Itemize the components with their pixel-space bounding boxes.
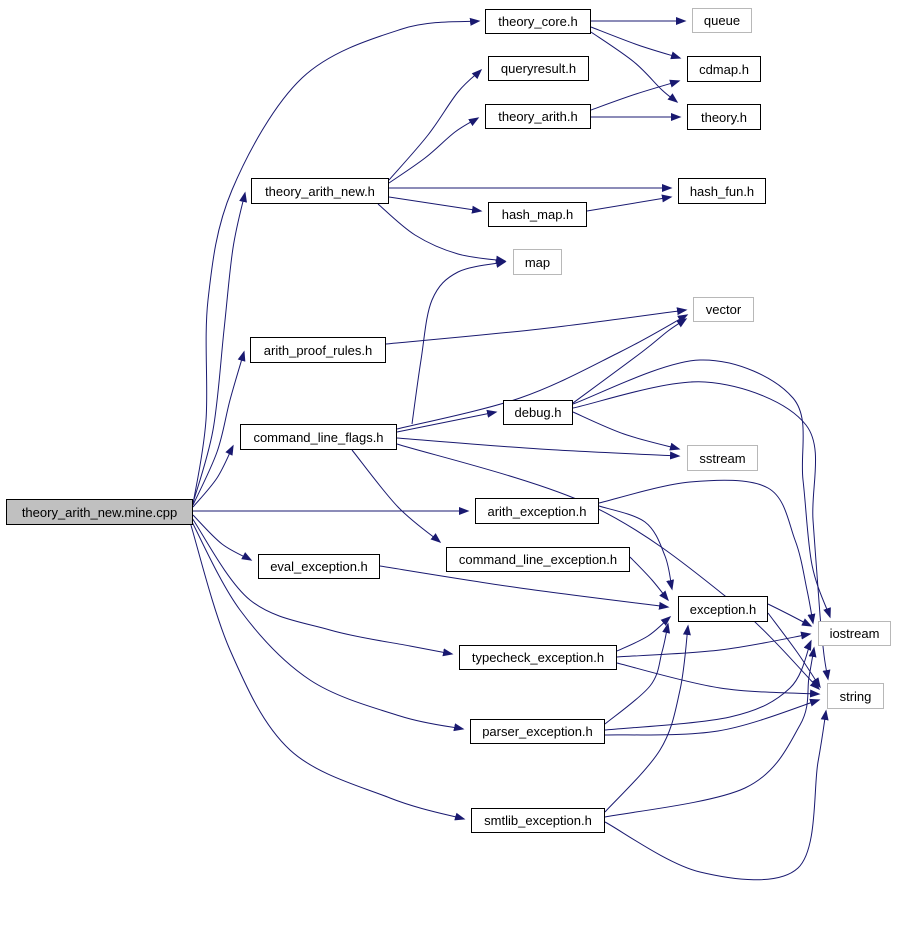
edge-hash_map-to-hash_fun xyxy=(586,194,673,212)
node-main: theory_arith_new.mine.cpp xyxy=(6,499,193,525)
edge-exception-to-iostream xyxy=(767,603,813,627)
edge-theory_arith_new-to-theory_arith xyxy=(388,117,480,184)
node-label: string xyxy=(839,688,872,704)
node-label: theory_core.h xyxy=(498,14,578,29)
node-label: parser_exception.h xyxy=(482,724,593,739)
edge-main-to-typecheck_exception xyxy=(191,517,454,657)
edge-arith_proof_rules-to-vector xyxy=(385,307,688,345)
edge-main-to-theory_core xyxy=(192,17,481,505)
node-hash_fun[interactable]: hash_fun.h xyxy=(678,178,766,204)
node-label: hash_map.h xyxy=(501,207,574,222)
edge-main-to-command_line_flags xyxy=(192,444,234,508)
edge-debug-to-vector xyxy=(572,318,688,404)
node-label: iostream xyxy=(829,626,880,641)
edge-parser_exception-to-exception xyxy=(604,622,671,725)
node-eval_exception[interactable]: eval_exception.h xyxy=(258,554,380,579)
node-label: arith_exception.h xyxy=(487,503,587,519)
edge-main-to-parser_exception xyxy=(190,519,465,732)
edge-smtlib_exception-to-iostream xyxy=(604,646,817,818)
node-queryresult[interactable]: queryresult.h xyxy=(488,56,589,81)
edge-debug-to-string xyxy=(572,381,831,681)
node-label: hash_fun.h xyxy=(689,183,755,199)
edge-theory_arith_new-to-hash_map xyxy=(388,196,483,214)
node-label: debug.h xyxy=(514,405,562,420)
node-arith_proof_rules[interactable]: arith_proof_rules.h xyxy=(250,337,386,363)
edge-command_line_flags-to-map xyxy=(411,260,507,425)
node-theory[interactable]: theory.h xyxy=(687,104,761,130)
edge-main-to-theory_arith_new xyxy=(192,191,247,504)
node-label: smtlib_exception.h xyxy=(484,813,592,828)
node-label: theory.h xyxy=(700,109,747,125)
edge-main-to-eval_exception xyxy=(192,514,253,561)
edge-arith_exception-to-exception xyxy=(598,505,674,591)
node-label: theory_arith.h xyxy=(498,109,578,124)
node-label: exception.h xyxy=(689,601,757,617)
edge-theory_core-to-cdmap xyxy=(590,26,682,60)
node-label: vector xyxy=(705,302,742,317)
node-label: cdmap.h xyxy=(699,61,749,77)
node-iostream: iostream xyxy=(818,621,891,646)
edge-command_line_exception-to-exception xyxy=(629,556,669,602)
edge-eval_exception-to-exception xyxy=(379,565,670,610)
node-smtlib_exception[interactable]: smtlib_exception.h xyxy=(471,808,605,833)
node-label: typecheck_exception.h xyxy=(471,650,605,665)
edge-smtlib_exception-to-exception xyxy=(604,624,691,813)
edge-command_line_flags-to-sstream xyxy=(396,437,681,460)
edge-arith_exception-to-iostream xyxy=(598,479,816,625)
edge-debug-to-sstream xyxy=(572,411,681,451)
edge-debug-to-iostream xyxy=(572,359,831,619)
node-label: sstream xyxy=(699,450,746,466)
node-command_line_flags[interactable]: command_line_flags.h xyxy=(240,424,397,450)
node-theory_arith[interactable]: theory_arith.h xyxy=(485,104,591,129)
edge-theory_core-to-theory xyxy=(590,31,679,103)
node-cdmap[interactable]: cdmap.h xyxy=(687,56,761,82)
node-label: map xyxy=(524,254,551,270)
edge-typecheck_exception-to-iostream xyxy=(616,631,812,658)
node-hash_map[interactable]: hash_map.h xyxy=(488,202,587,227)
node-string: string xyxy=(827,683,884,709)
edge-theory_arith_new-to-map xyxy=(377,203,507,264)
edge-parser_exception-to-string xyxy=(604,698,821,736)
edge-command_line_flags-to-command_line_exception xyxy=(351,449,442,543)
node-parser_exception[interactable]: parser_exception.h xyxy=(470,719,605,744)
node-vector: vector xyxy=(693,297,754,322)
node-label: command_line_flags.h xyxy=(253,429,384,445)
edge-command_line_flags-to-vector xyxy=(396,314,689,430)
node-label: eval_exception.h xyxy=(270,559,368,574)
node-queue: queue xyxy=(692,8,752,33)
node-map: map xyxy=(513,249,562,275)
node-theory_arith_new[interactable]: theory_arith_new.h xyxy=(251,178,389,204)
edge-theory_arith-to-cdmap xyxy=(590,79,681,111)
edge-smtlib_exception-to-string xyxy=(604,709,829,881)
node-label: queryresult.h xyxy=(500,61,577,76)
edge-typecheck_exception-to-string xyxy=(616,662,821,698)
node-label: theory_arith_new.mine.cpp xyxy=(21,504,178,520)
node-sstream: sstream xyxy=(687,445,758,471)
edge-theory_arith_new-to-queryresult xyxy=(388,68,483,181)
node-typecheck_exception[interactable]: typecheck_exception.h xyxy=(459,645,617,670)
node-label: queue xyxy=(703,13,741,28)
node-arith_exception[interactable]: arith_exception.h xyxy=(475,498,599,524)
node-label: arith_proof_rules.h xyxy=(263,342,373,358)
node-theory_core[interactable]: theory_core.h xyxy=(485,9,591,34)
node-exception[interactable]: exception.h xyxy=(678,596,768,622)
node-label: command_line_exception.h xyxy=(458,552,618,567)
edge-main-to-arith_proof_rules xyxy=(192,350,246,506)
edge-command_line_flags-to-string xyxy=(396,443,821,691)
edge-parser_exception-to-iostream xyxy=(604,639,812,731)
node-command_line_exception[interactable]: command_line_exception.h xyxy=(446,547,630,572)
edge-typecheck_exception-to-exception xyxy=(616,616,672,652)
node-label: theory_arith_new.h xyxy=(265,183,375,199)
node-debug[interactable]: debug.h xyxy=(503,400,573,425)
edge-exception-to-string xyxy=(767,612,821,689)
edge-main-to-smtlib_exception xyxy=(189,521,466,821)
edge-command_line_flags-to-debug xyxy=(396,409,498,433)
